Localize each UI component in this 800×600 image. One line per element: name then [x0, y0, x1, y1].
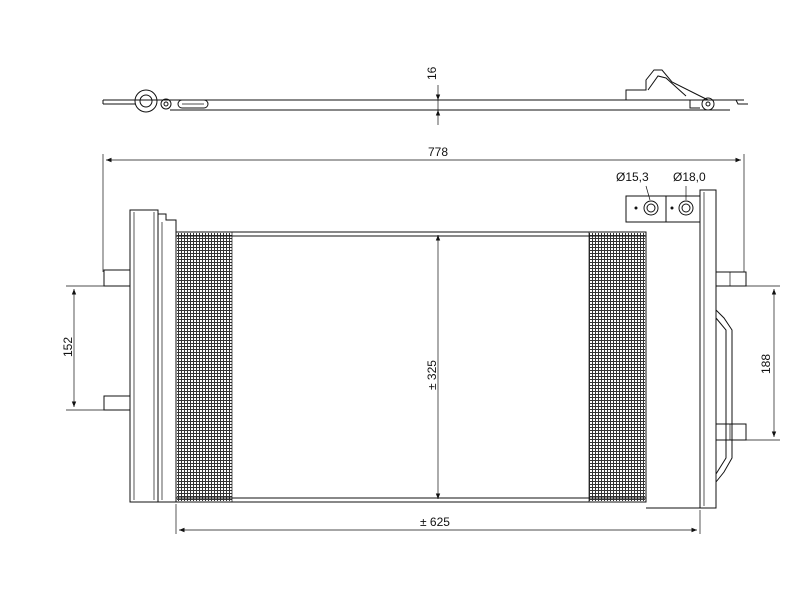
port-diameter-2: Ø18,0: [673, 170, 706, 184]
core-width-dimension: ± 625: [420, 515, 450, 529]
left-spacing-dimension-line: 152: [61, 285, 104, 411]
overall-width-dimension-line: 778: [102, 145, 745, 272]
left-bracket-bottom: [103, 395, 130, 411]
fin-area-left: [177, 233, 232, 501]
fin-area-right: [589, 233, 645, 501]
left-fitting: [134, 89, 158, 113]
thickness-dimension: 16: [425, 66, 439, 80]
overall-width-dimension: 778: [428, 145, 448, 159]
core-width-dimension-line: ± 625: [175, 504, 701, 534]
top-view: 16: [102, 66, 748, 125]
core-height-dimension-line: ± 325: [425, 235, 441, 499]
condenser-core: [175, 231, 647, 503]
right-spacing-dimension-line: 188: [746, 285, 780, 441]
core-height-dimension: ± 325: [425, 360, 439, 390]
left-bracket-spacing: 152: [61, 337, 75, 357]
right-bracket-top: [716, 271, 747, 287]
right-bracket-spacing: 188: [759, 354, 773, 374]
right-pipe-fitting: [625, 69, 709, 101]
port-2: [678, 200, 694, 216]
port-1: [643, 200, 659, 216]
connection-block: [625, 195, 701, 223]
right-header-tank: [646, 221, 701, 509]
port-diameter-1: Ø15,3: [616, 170, 649, 184]
front-view: Ø15,3 Ø18,0: [103, 170, 747, 509]
side-pipe: [715, 309, 733, 483]
right-bracket-bottom: [716, 423, 747, 441]
left-bracket-top: [103, 269, 130, 287]
right-receiver-dryer: [699, 189, 717, 509]
